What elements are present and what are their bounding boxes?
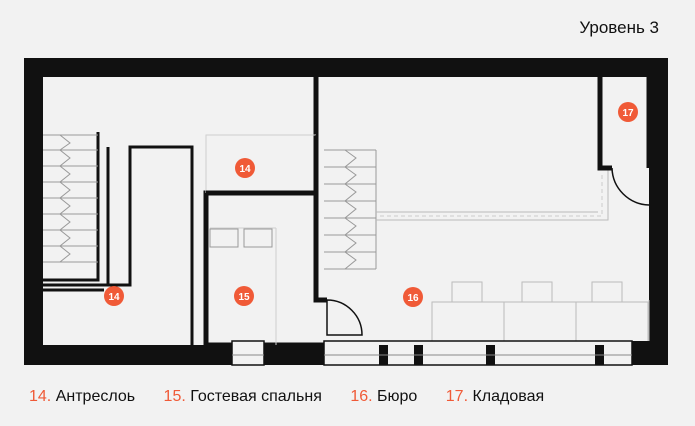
- svg-text:16: 16: [407, 293, 419, 304]
- svg-text:14: 14: [239, 164, 251, 175]
- south-wall-openings: [231, 340, 633, 366]
- room-marker-14-upper: 14: [235, 158, 255, 178]
- room-marker-16: 16: [403, 287, 423, 307]
- legend-label: Бюро: [377, 388, 418, 405]
- railing: [376, 170, 609, 221]
- legend-number: 16.: [350, 388, 373, 405]
- legend-item-14: 14. Антреслоь: [29, 388, 135, 406]
- legend-label: Кладовая: [472, 388, 545, 405]
- upper-mezzanine-wall: [205, 134, 316, 193]
- legend-number: 17.: [445, 388, 469, 405]
- door-guest: [326, 299, 363, 336]
- room-marker-14-lower: 14: [104, 286, 124, 306]
- legend-item-16: 16. Бюро: [350, 388, 417, 406]
- pillow-2: [243, 228, 273, 248]
- door-storage: [611, 167, 650, 206]
- storage-walls: [597, 77, 652, 171]
- legend: 14. Антреслоь 15. Гостевая спальня 16. Б…: [29, 388, 568, 406]
- legend-label: Гостевая спальня: [190, 388, 322, 405]
- mezzanine-wall-inner: [43, 132, 104, 292]
- legend-item-15: 15. Гостевая спальня: [164, 388, 322, 406]
- legend-item-17: 17. Кладовая: [446, 388, 544, 406]
- middle-staircase: [324, 149, 377, 270]
- room-marker-17: 17: [618, 102, 638, 122]
- pillow-1: [209, 228, 239, 248]
- room-marker-15: 15: [234, 286, 254, 306]
- legend-number: 15.: [163, 388, 186, 405]
- svg-text:15: 15: [238, 292, 250, 303]
- mezzanine-walls: [43, 145, 194, 345]
- svg-text:14: 14: [108, 292, 120, 303]
- railing-dashed: [380, 175, 603, 217]
- legend-number: 14.: [29, 388, 52, 405]
- svg-text:17: 17: [622, 108, 634, 119]
- left-staircase: [43, 134, 98, 263]
- bed-outline: [210, 227, 277, 345]
- legend-label: Антреслоь: [55, 388, 136, 405]
- level-title: Уровень 3: [579, 18, 659, 37]
